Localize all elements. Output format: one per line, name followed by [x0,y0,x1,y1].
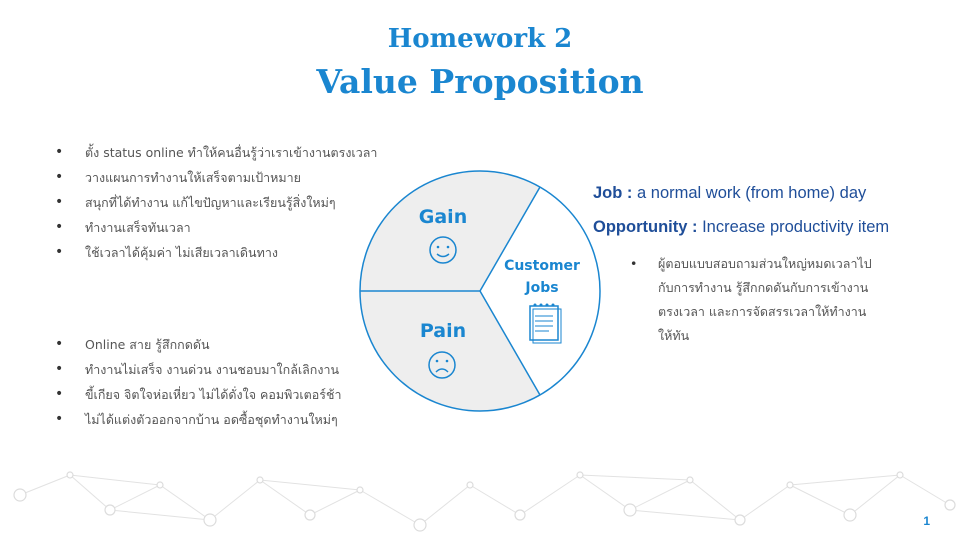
network-background-decoration [13,471,956,532]
opportunity-text: Increase productivity item [697,218,890,236]
note-line: กับการทำงาน รู้สึกกดดันกับการเข้างาน [658,280,869,295]
job-label: Job : [593,184,633,202]
page-number: 1 [923,514,930,528]
gain-label: Gain [419,206,467,228]
jobs-label-line-1: Customer [504,258,580,274]
pain-label: Pain [420,320,466,342]
gain-item: ทำงานเสร็จทันเวลา [55,215,377,240]
pain-item: Online สาย รู้สึกกดดัน [55,332,342,357]
notepad-icon [529,303,562,344]
smiley-icon [429,236,457,264]
survey-note: ผู้ตอบแบบสอบถามส่วนใหญ่หมดเวลาไป กับการท… [630,252,920,348]
note-line: ให้ทัน [658,328,690,343]
pain-list: Online สาย รู้สึกกดดัน ทำงานไม่เสร็จ งาน… [55,332,342,432]
divider-line [479,290,541,396]
note-line: ตรงเวลา และการจัดสรรเวลาให้ทำงาน [658,304,867,319]
divider-line [479,186,541,292]
gain-item: ตั้ง status online ทำให้คนอื่นรู้ว่าเราเ… [55,140,377,165]
gain-item: วางแผนการทำงานให้เสร็จตามเป้าหมาย [55,165,377,190]
title-line-2: Value Proposition [316,62,644,101]
pain-item: ไม่ได้แต่งตัวออกจากบ้าน อดซื้อชุดทำงานให… [55,407,342,432]
job-row: Job : a normal work (from home) day [593,176,953,210]
opportunity-row: Opportunity : Increase productivity item [593,210,953,244]
circle-outline [359,170,601,412]
pain-item: ทำงานไม่เสร็จ งานด่วน งานชอบมาใกล้เลิกงา… [55,357,342,382]
gain-item: ใช้เวลาได้คุ้มค่า ไม่เสียเวลาเดินทาง [55,240,377,265]
job-text: a normal work (from home) day [632,184,867,202]
job-opportunity-box: Job : a normal work (from home) day Oppo… [593,176,953,244]
sad-face-icon [428,351,456,379]
opportunity-label: Opportunity : [593,218,698,236]
value-proposition-circle: Gain Pain Customer Jobs [359,170,601,412]
note-line: ผู้ตอบแบบสอบถามส่วนใหญ่หมดเวลาไป [658,256,872,271]
jobs-label-line-2: Jobs [524,280,558,296]
title-line-1: Homework 2 [387,24,573,54]
gain-list: ตั้ง status online ทำให้คนอื่นรู้ว่าเราเ… [55,140,377,265]
pain-item: ขี้เกียจ จิตใจห่อเหี่ยว ไม่ได้ดั่งใจ คอม… [55,382,342,407]
gain-item: สนุกที่ได้ทำงาน แก้ไขปัญหาและเรียนรู้สิ่… [55,190,377,215]
